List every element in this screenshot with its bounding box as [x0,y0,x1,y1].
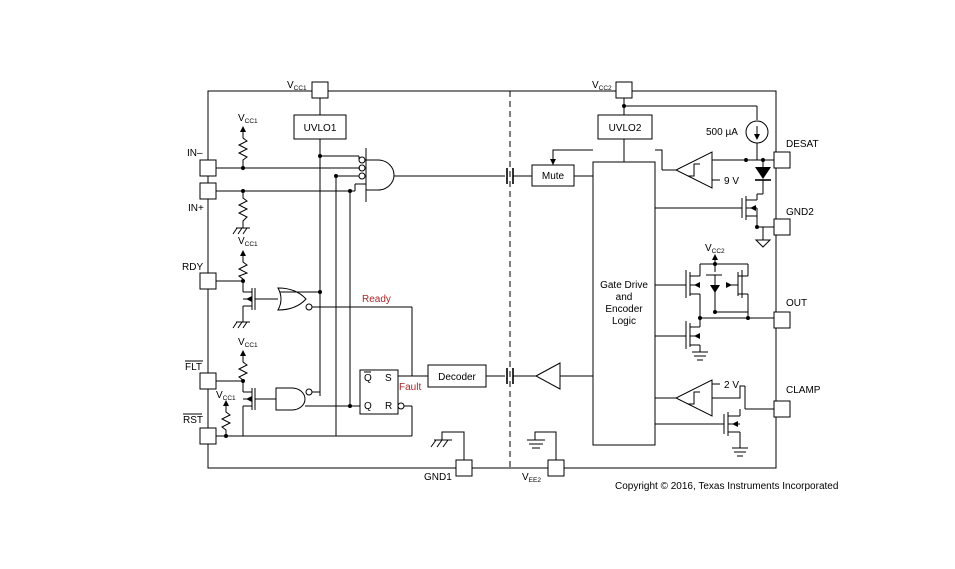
desat-diode [755,167,771,181]
svg-text:and: and [616,292,633,303]
pin-vcc1: VCC1 [287,80,329,99]
svg-text:VCC1: VCC1 [238,337,258,349]
svg-text:Mute: Mute [542,171,565,182]
svg-text:DESAT: DESAT [786,139,819,150]
output-nmos-mid [706,264,722,312]
svg-text:500 µA: 500 µA [706,127,738,138]
flt-transistor [242,381,276,420]
svg-text:9 V: 9 V [724,176,739,187]
svg-text:VCC2: VCC2 [705,243,725,255]
pin-vcc2: VCC2 [592,80,633,99]
pin-vee2: VEE2 [522,459,565,484]
uvlo2-block: UVLO2 [597,114,653,140]
output-pmos-2 [726,264,749,320]
desat-discharge-fet [655,194,758,227]
pin-clamp: CLAMP [773,385,821,418]
svg-text:2 V: 2 V [724,380,739,391]
in-plus-pulldown [232,191,250,235]
svg-text:Gate Drive: Gate Drive [600,280,648,291]
rst-pullup: VCC1 [216,390,236,436]
svg-text:VCC2: VCC2 [592,80,612,92]
svg-text:FLT: FLT [185,362,202,373]
output-stage-vcc2: VCC2 [700,243,748,266]
output-nmos-pulldown [655,318,708,361]
flt-pullup: VCC1 [237,337,258,381]
copyright-notice: Copyright © 2016, Texas Instruments Inco… [615,481,838,492]
package-outline [207,90,777,469]
svg-text:GND1: GND1 [424,472,452,483]
svg-text:RST: RST [183,415,203,426]
pin-gnd2: GND2 [773,207,814,236]
decoder-block: Decoder [427,364,487,388]
pin-gnd1: GND1 [424,459,473,483]
svg-text:CLAMP: CLAMP [786,385,821,396]
fault-flip-flop: Q S Q R [359,369,405,415]
flt-nand-gate [275,387,313,411]
svg-text:IN–: IN– [187,148,203,159]
uvlo1-block: UVLO1 [293,114,347,140]
svg-text:Encoder: Encoder [605,304,643,315]
pin-desat: DESAT [773,139,819,169]
vee2-ground-symbol [527,431,557,460]
current-source: 500 µA [706,120,769,144]
svg-text:R: R [385,401,392,412]
pin-out: OUT [773,298,807,329]
svg-text:VCC1: VCC1 [238,236,258,248]
svg-text:VCC1: VCC1 [287,80,307,92]
pin-in-plus: IN+ [188,182,217,214]
svg-text:VCC1: VCC1 [238,113,258,125]
fault-signal-label: Fault [399,382,421,393]
clamp-comparator [674,379,713,417]
pin-rst: RST [183,413,217,445]
in-minus-pullup: VCC1 [237,113,258,168]
gate-drive-encoder-block: Gate Drive and Encoder Logic [592,161,656,446]
svg-text:VEE2: VEE2 [522,472,541,484]
rdy-transistor [232,281,278,329]
input-and-gate [358,148,395,202]
svg-text:GND2: GND2 [786,207,814,218]
svg-text:OUT: OUT [786,298,807,309]
receive-buffer [534,362,561,390]
output-pmos-1 [655,264,701,318]
mute-block: Mute [531,164,575,187]
svg-text:Decoder: Decoder [438,372,476,383]
svg-text:Logic: Logic [612,316,636,327]
pin-rdy: RDY [182,262,217,290]
gnd1-ground-symbol [430,431,465,460]
clamp-threshold-source: 2 V [712,380,739,391]
pin-flt: FLT [185,360,217,390]
svg-text:RDY: RDY [182,262,203,273]
rdy-nor-gate [277,287,313,311]
svg-text:UVLO2: UVLO2 [609,123,642,134]
svg-text:IN+: IN+ [188,203,204,214]
svg-text:VCC1: VCC1 [216,390,236,402]
clamp-fet [655,409,748,457]
svg-text:UVLO1: UVLO1 [304,123,337,134]
rdy-pullup: VCC1 [237,236,258,281]
svg-text:Q: Q [364,373,372,384]
svg-text:S: S [385,373,392,384]
svg-text:Q: Q [364,401,372,412]
desat-threshold-source: 9 V [712,176,739,187]
pin-in-minus: IN– [187,148,217,177]
desat-comparator [674,151,713,189]
ready-signal-label: Ready [362,294,391,305]
